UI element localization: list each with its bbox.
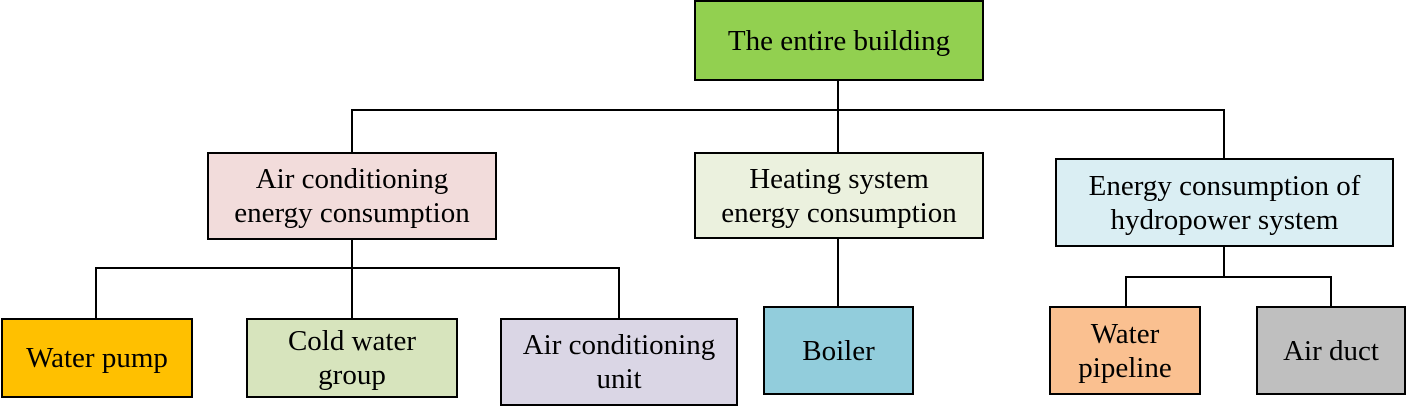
node-label: Air conditioning — [255, 163, 449, 195]
node-label: Heating system — [749, 162, 929, 195]
node-label: Boiler — [802, 334, 875, 367]
node-heating-energy: Heating system energy consumption — [694, 152, 984, 239]
connector-to-ac-unit — [618, 267, 620, 319]
node-water-pump: Water pump — [1, 318, 193, 398]
node-label: Energy consumption of — [1088, 169, 1361, 202]
node-ac-unit: Air conditioning unit — [500, 318, 738, 406]
node-label: hydropower system — [1110, 203, 1339, 236]
connector-root-down — [837, 80, 839, 111]
node-hydropower-energy: Energy consumption of hydropower system — [1055, 158, 1394, 247]
node-label: Water pump — [26, 342, 168, 374]
connector-to-cold-water — [351, 267, 353, 319]
node-label: Water — [1090, 317, 1160, 350]
connector-to-hydropower — [1223, 109, 1225, 159]
node-water-pipeline: Water pipeline — [1049, 306, 1201, 395]
node-cold-water-group: Cold water group — [246, 318, 458, 398]
connector-ac-bus — [95, 267, 620, 269]
node-boiler: Boiler — [763, 306, 914, 395]
connector-to-water-pump — [95, 267, 97, 319]
connector-ac-down — [351, 239, 353, 269]
connector-hydropower-down — [1223, 246, 1225, 278]
connector-hydropower-bus — [1125, 276, 1332, 278]
node-label: unit — [596, 363, 642, 395]
node-label: energy consumption — [234, 197, 470, 229]
node-label: pipeline — [1078, 351, 1172, 384]
node-label: Cold water — [287, 325, 417, 357]
connector-to-ac — [351, 109, 353, 153]
connector-to-water-pipeline — [1125, 276, 1127, 307]
node-label: Air conditioning — [522, 329, 716, 361]
connector-to-air-duct — [1330, 276, 1332, 307]
node-entire-building: The entire building — [694, 0, 984, 81]
connector-to-boiler — [837, 238, 839, 307]
node-label: Air duct — [1283, 334, 1379, 367]
node-air-duct: Air duct — [1256, 306, 1406, 395]
node-label: group — [318, 359, 386, 391]
node-label: The entire building — [727, 24, 951, 57]
node-label: energy consumption — [721, 196, 957, 229]
node-ac-energy: Air conditioning energy consumption — [207, 152, 497, 240]
connector-to-heating — [837, 109, 839, 153]
connector-level1-bus — [351, 109, 1225, 111]
